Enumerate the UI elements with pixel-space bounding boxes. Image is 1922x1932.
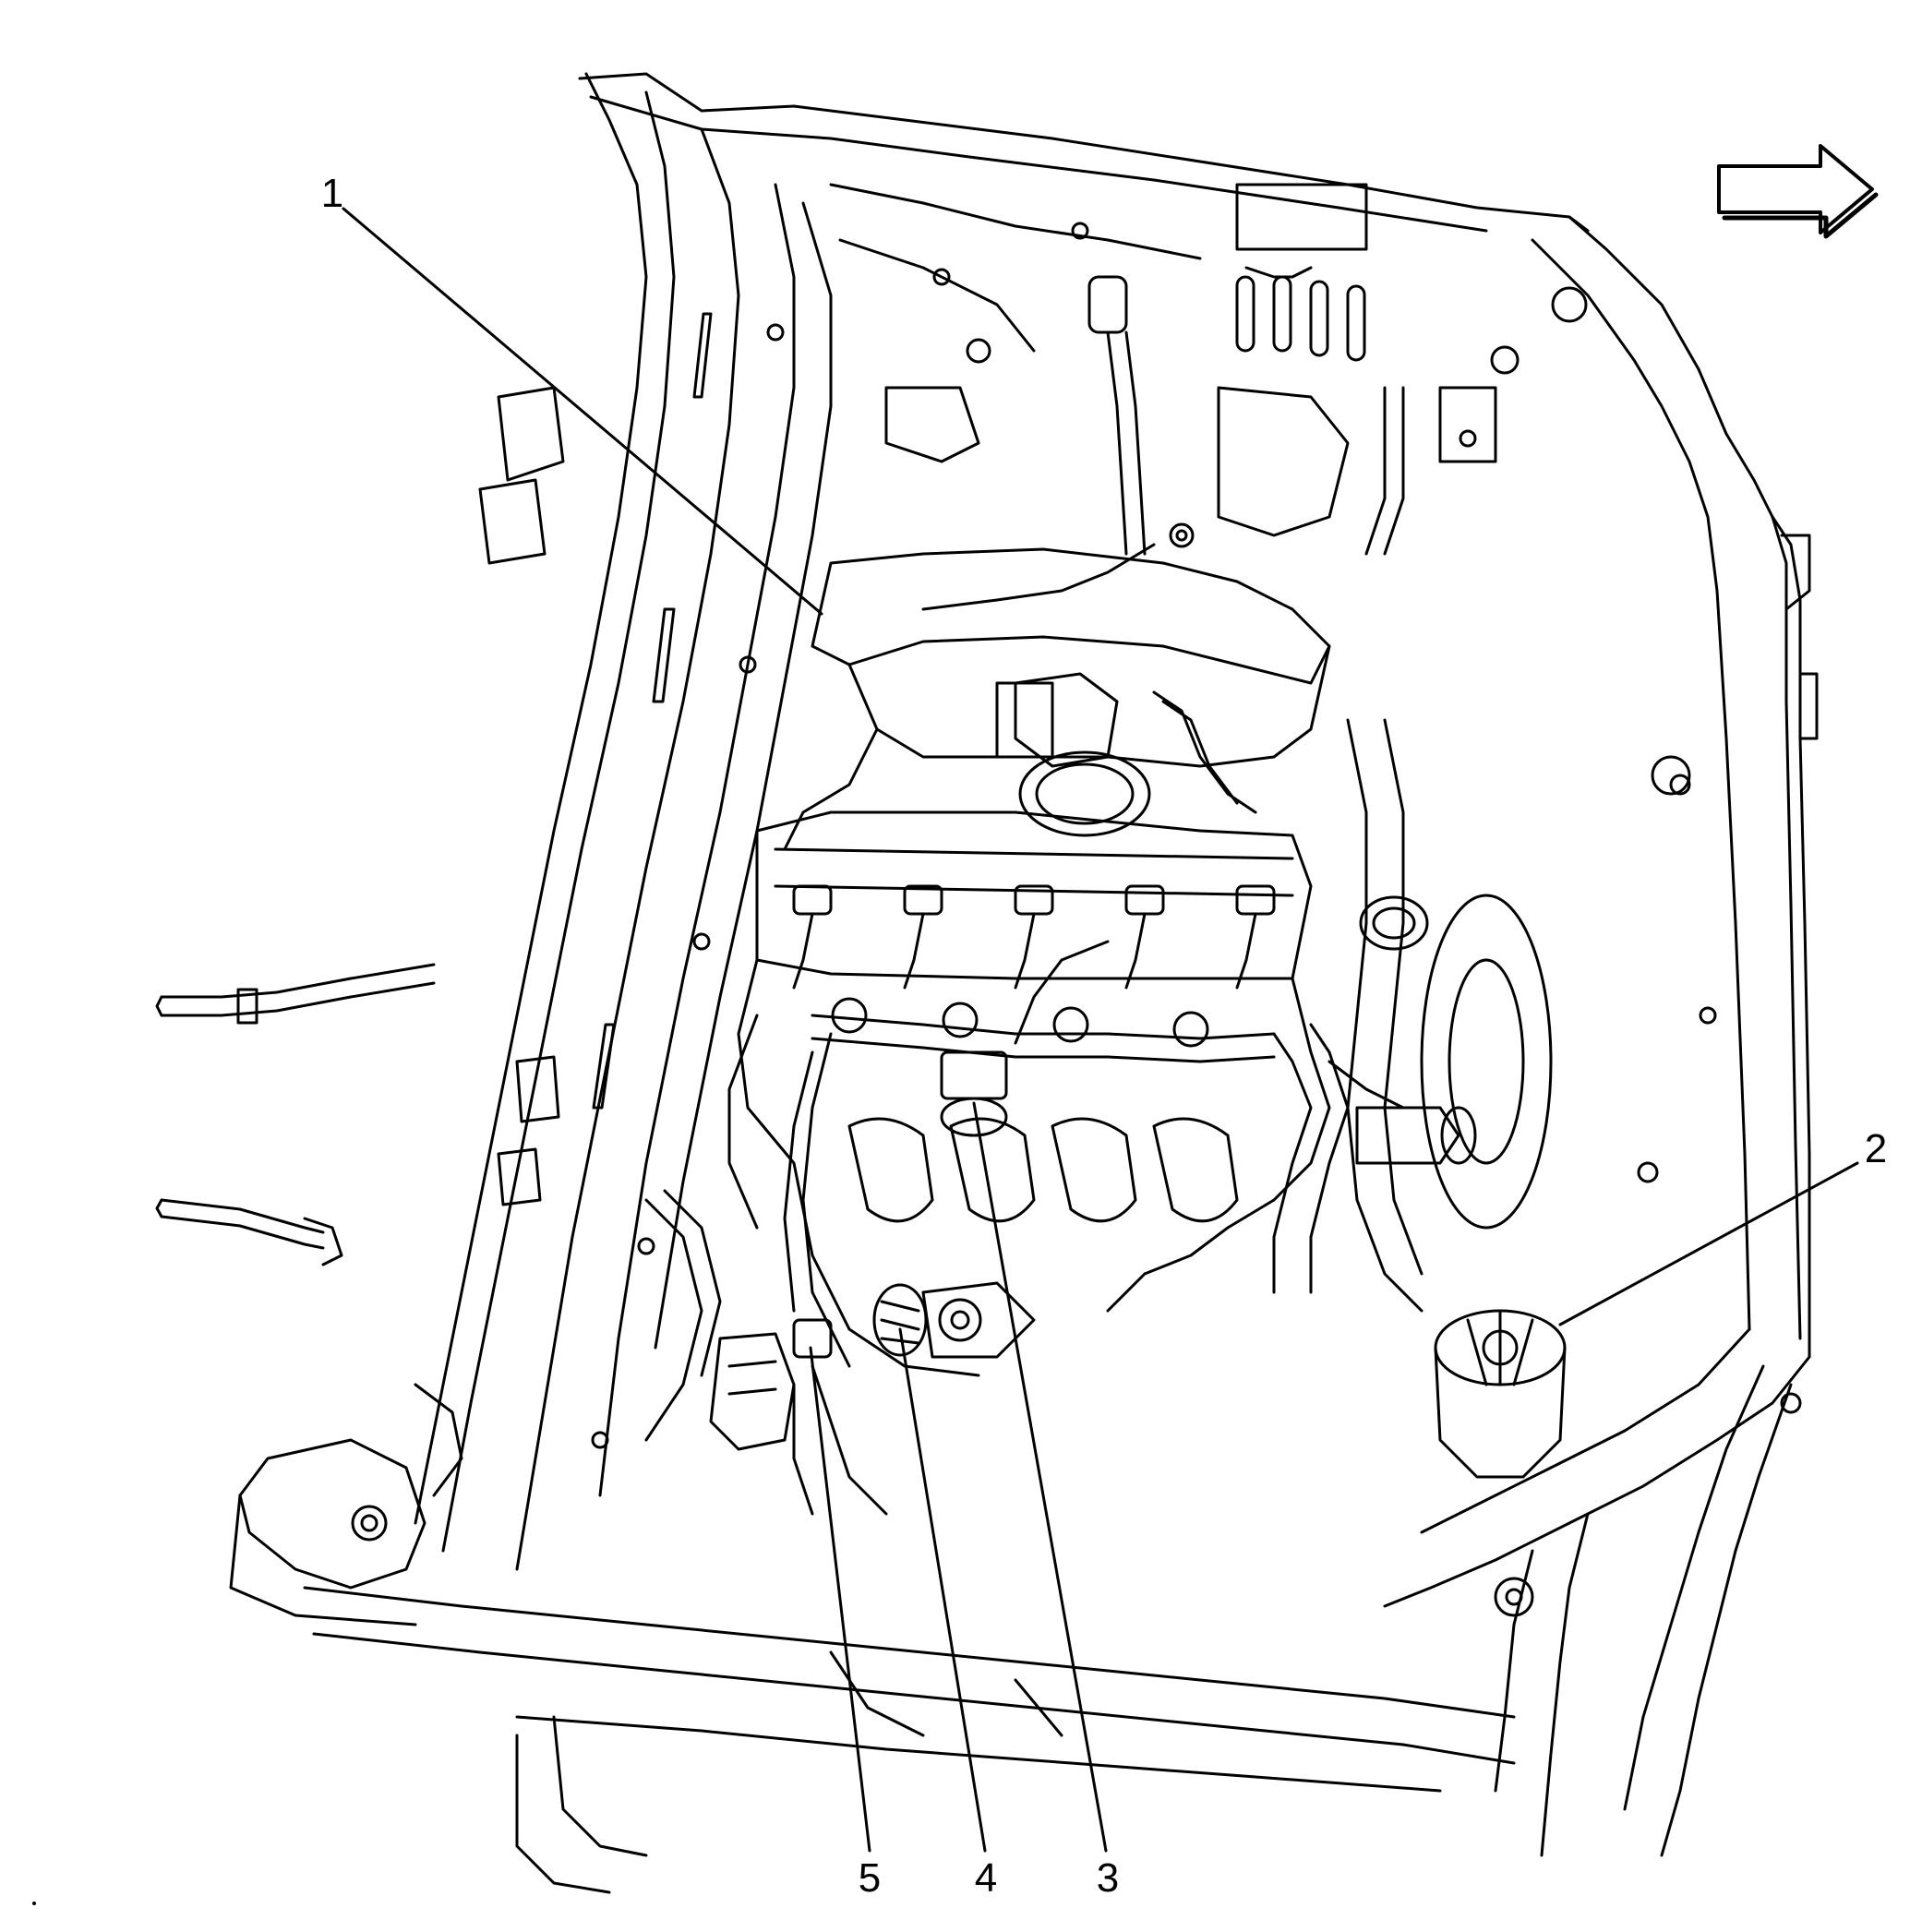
left-pillar-beam	[229, 72, 833, 1626]
callout-4: 4	[974, 1855, 998, 1901]
callout-1: 1	[320, 171, 344, 216]
leader-lines	[342, 207, 1859, 1853]
ignition-coils	[792, 884, 1276, 990]
callout-3: 3	[1096, 1855, 1120, 1901]
leader-line-2	[1558, 1161, 1859, 1326]
corner-dot	[32, 1902, 36, 1905]
left-cables	[155, 963, 436, 1266]
leader-line-5	[809, 1346, 871, 1853]
leader-line-1	[342, 207, 823, 616]
engine-block	[727, 940, 1442, 1377]
leader-line-4	[898, 1327, 987, 1853]
callout-2: 2	[1864, 1126, 1888, 1171]
lower-left-components	[414, 1189, 888, 1516]
body-frame	[303, 72, 1819, 1894]
callout-5: 5	[858, 1855, 882, 1901]
leader-line-3	[972, 1101, 1108, 1853]
radiator-hoses	[1272, 718, 1802, 1617]
right-arrow-icon	[1717, 144, 1879, 239]
upper-cowl	[829, 183, 1588, 611]
intake-plenum	[755, 547, 1331, 990]
